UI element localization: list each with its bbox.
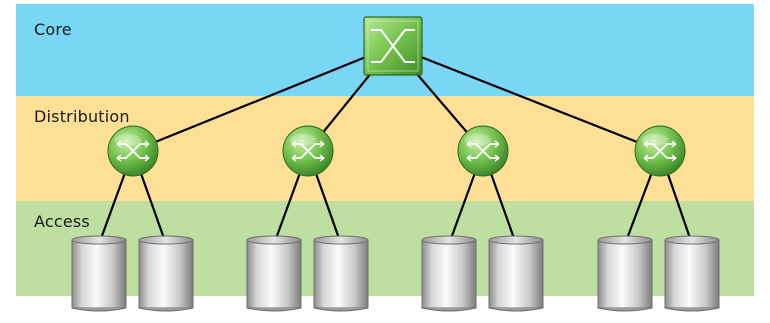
access-layer-label: Access [34, 212, 90, 231]
core-layer-label: Core [34, 20, 72, 39]
distribution-switch-icon [282, 125, 334, 177]
distribution-switch-icon [634, 125, 686, 177]
access-switch-icon [313, 235, 369, 312]
uplink-line-1 [132, 44, 394, 153]
distribution-layer-label: Distribution [34, 107, 130, 126]
access-switch-icon [421, 235, 477, 312]
access-switch-icon [138, 235, 194, 312]
distribution-switch-icon [457, 125, 509, 177]
access-switch-icon [597, 235, 653, 312]
access-switch-icon [246, 235, 302, 312]
core-switch-icon [363, 16, 423, 76]
access-switch-icon [488, 235, 544, 312]
uplink-line-4 [392, 44, 661, 153]
access-switch-icon [664, 235, 720, 312]
distribution-switch-icon [107, 125, 159, 177]
access-switch-icon [71, 235, 127, 312]
